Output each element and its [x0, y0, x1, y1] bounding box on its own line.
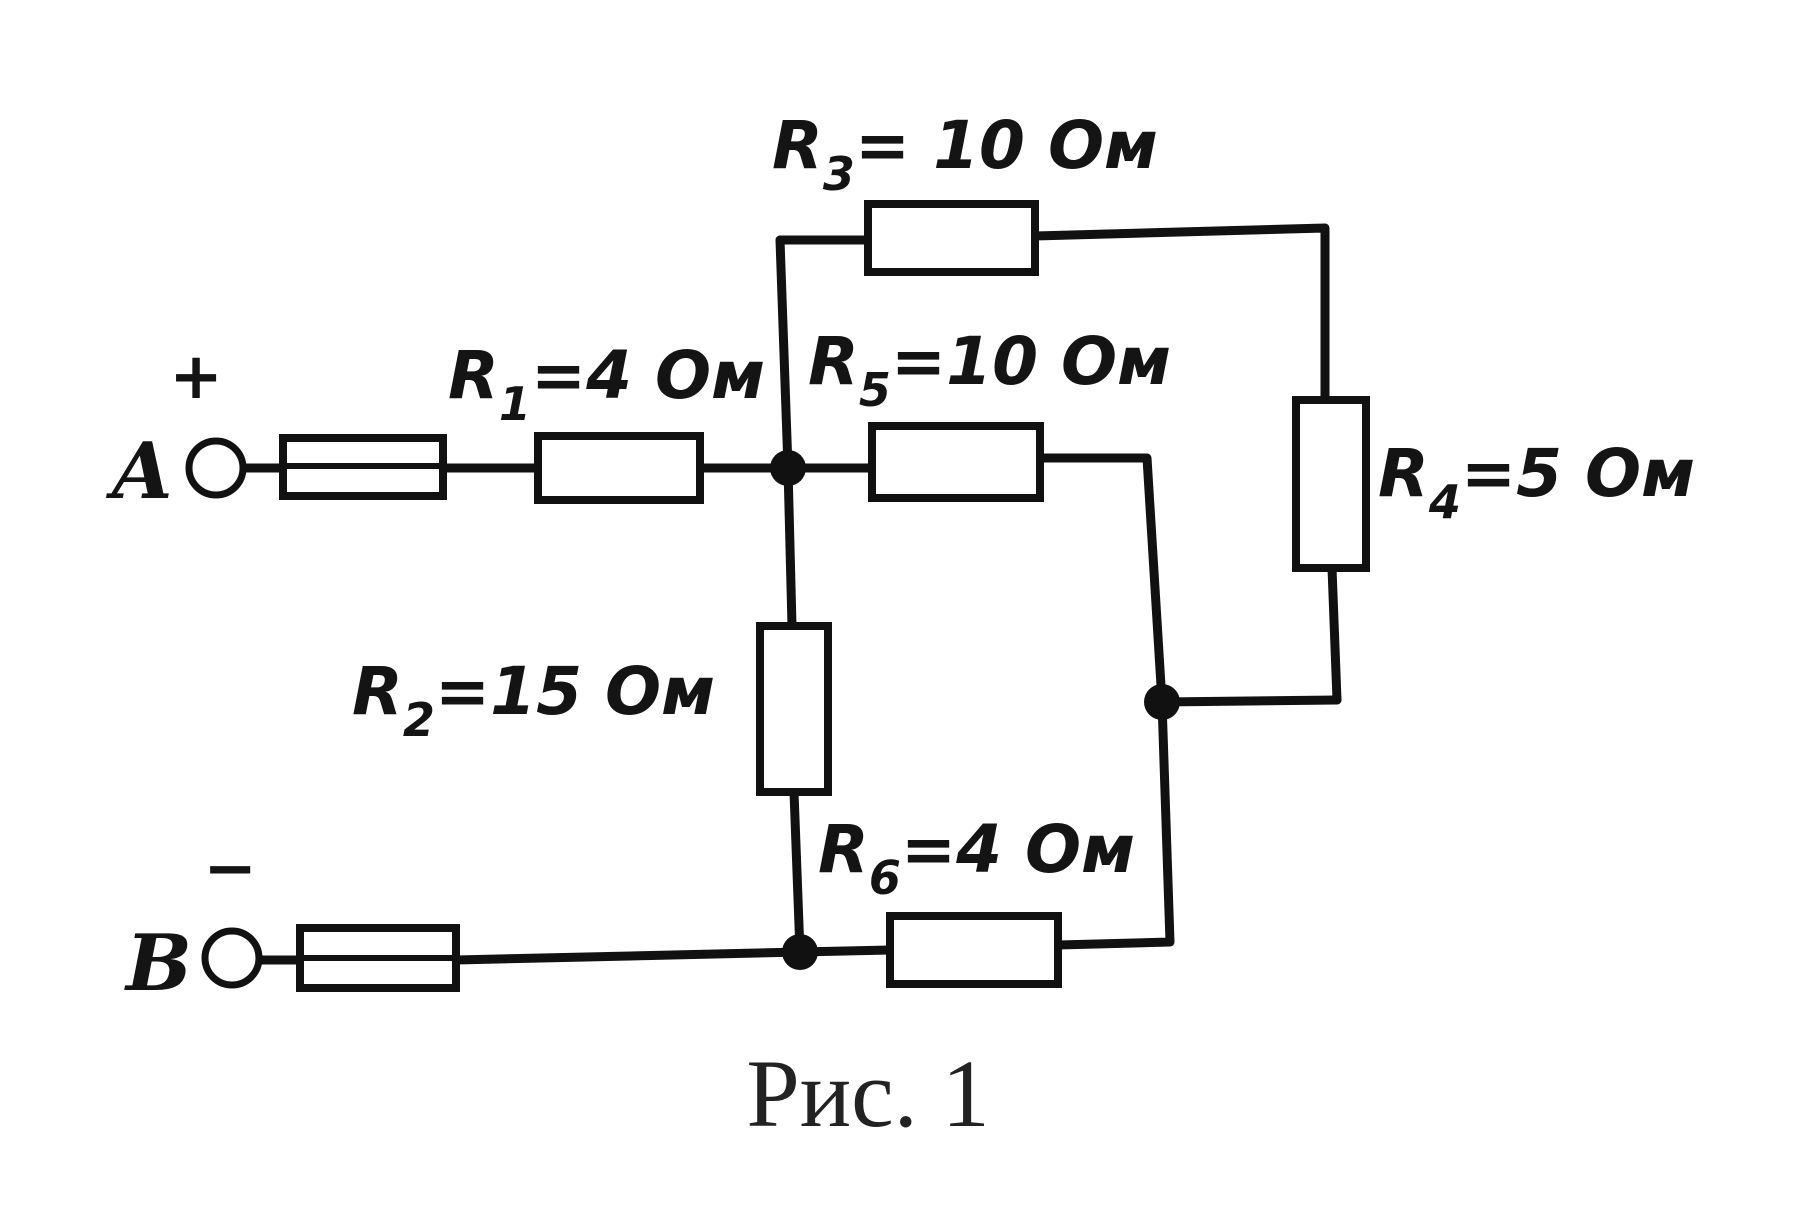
junction-nodes	[770, 450, 1180, 970]
label-r1: R1=4 Ом	[448, 337, 765, 431]
figure-caption: Рис. 1	[746, 1040, 989, 1147]
terminal-a-label: A	[105, 426, 173, 517]
junction-node-2	[1144, 684, 1180, 720]
terminal-a-polarity: +	[169, 340, 223, 414]
junction-node-3	[782, 934, 818, 970]
wire-node2-down	[1053, 697, 1175, 950]
terminal-a-circle	[185, 437, 247, 499]
label-r4: R4=5 Ом	[1378, 435, 1695, 529]
resistor-labels: R3= 10 Ом R1=4 Ом R5=10 Ом R4=5 Ом R2=15…	[352, 107, 1695, 905]
fuses	[279, 434, 460, 992]
junction-node-1	[770, 450, 806, 486]
terminal-a: A +	[105, 340, 247, 517]
resistor-r2	[756, 622, 832, 796]
label-r6: R6=4 Ом	[818, 811, 1135, 905]
label-r3: R3= 10 Ом	[772, 107, 1158, 201]
fuse-b	[296, 924, 460, 992]
resistors	[534, 200, 1370, 988]
resistor-r1	[534, 432, 704, 504]
label-r5: R5=10 Ом	[808, 323, 1171, 417]
terminal-b: B −	[124, 832, 263, 1009]
wire-top-left	[775, 235, 873, 473]
terminal-b-label: B	[124, 918, 192, 1009]
resistor-r5	[868, 422, 1044, 502]
terminal-b-circle	[201, 927, 263, 989]
fuse-a	[279, 434, 447, 500]
wire-node2-r4	[1157, 695, 1342, 707]
resistor-r3	[864, 200, 1039, 276]
wire-top-right	[1030, 223, 1330, 405]
wire-node-r2	[783, 463, 797, 631]
resistor-r4	[1292, 396, 1370, 572]
wires	[241, 223, 1342, 965]
label-r2: R2=15 Ом	[352, 653, 715, 747]
resistor-r6	[886, 912, 1062, 988]
wire-r4-down	[1327, 563, 1342, 705]
wire-r2-node3	[789, 787, 805, 957]
wire-fuse-node3	[451, 947, 805, 965]
terminal-b-polarity: −	[203, 832, 257, 906]
wire-r5-right	[1035, 453, 1167, 707]
